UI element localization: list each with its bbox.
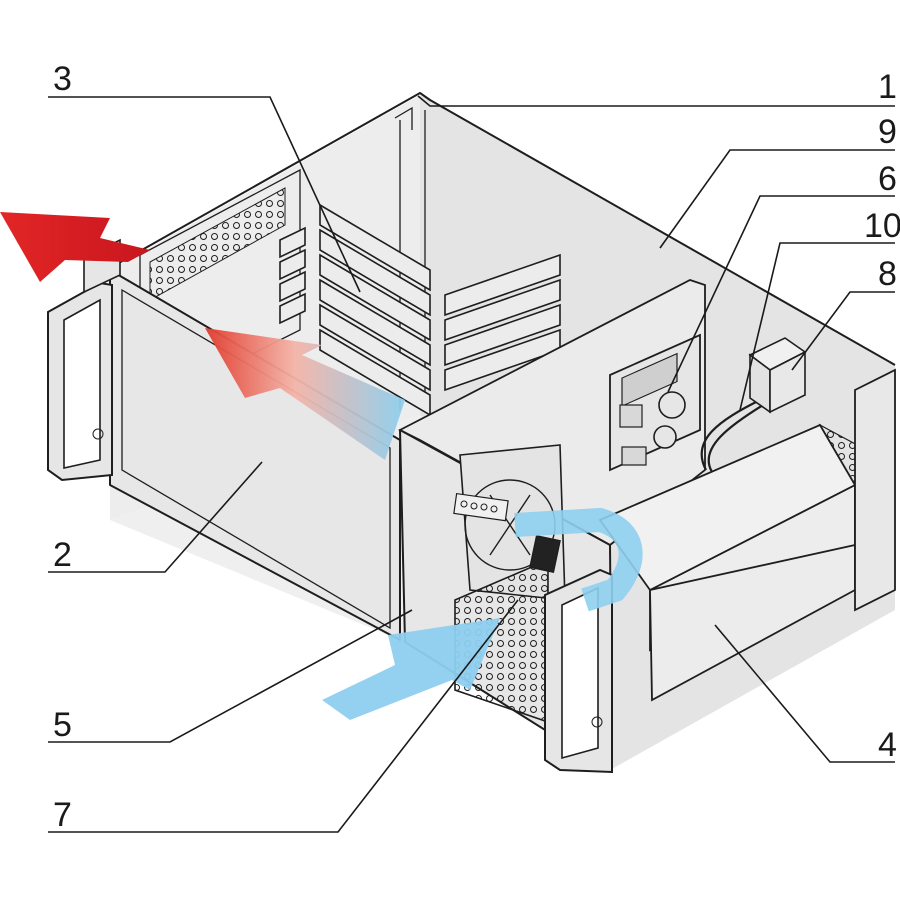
intake-duct-airflow — [514, 507, 643, 612]
power-supply — [598, 423, 857, 702]
callout-6: 6 — [878, 160, 897, 198]
power-switch — [529, 535, 561, 573]
callout-5: 5 — [53, 706, 72, 744]
callout-4: 4 — [878, 726, 897, 764]
callout-3: 3 — [53, 60, 72, 98]
controller-board — [609, 333, 701, 472]
intake-arrow — [322, 618, 500, 720]
callout-7: 7 — [53, 796, 72, 834]
sensor-box — [748, 337, 807, 414]
rear-panel-edge — [109, 92, 896, 366]
exhaust-arrow — [0, 212, 150, 282]
callout-2: 2 — [53, 536, 72, 574]
internal-airflow-arrow — [205, 328, 405, 460]
left-handle — [47, 238, 121, 482]
sensor-cable — [700, 399, 769, 473]
leader-lines — [48, 95, 895, 833]
right-handle — [544, 568, 613, 774]
rear-vent-holes — [149, 187, 286, 301]
rear-bracket — [394, 106, 413, 130]
callout-9: 9 — [878, 113, 897, 151]
status-leds — [453, 492, 509, 522]
expansion-cards — [319, 203, 561, 417]
callout-10: 10 — [864, 207, 900, 245]
callout-1: 1 — [878, 68, 897, 106]
callout-8: 8 — [878, 255, 897, 293]
rear-right-post — [854, 368, 896, 612]
